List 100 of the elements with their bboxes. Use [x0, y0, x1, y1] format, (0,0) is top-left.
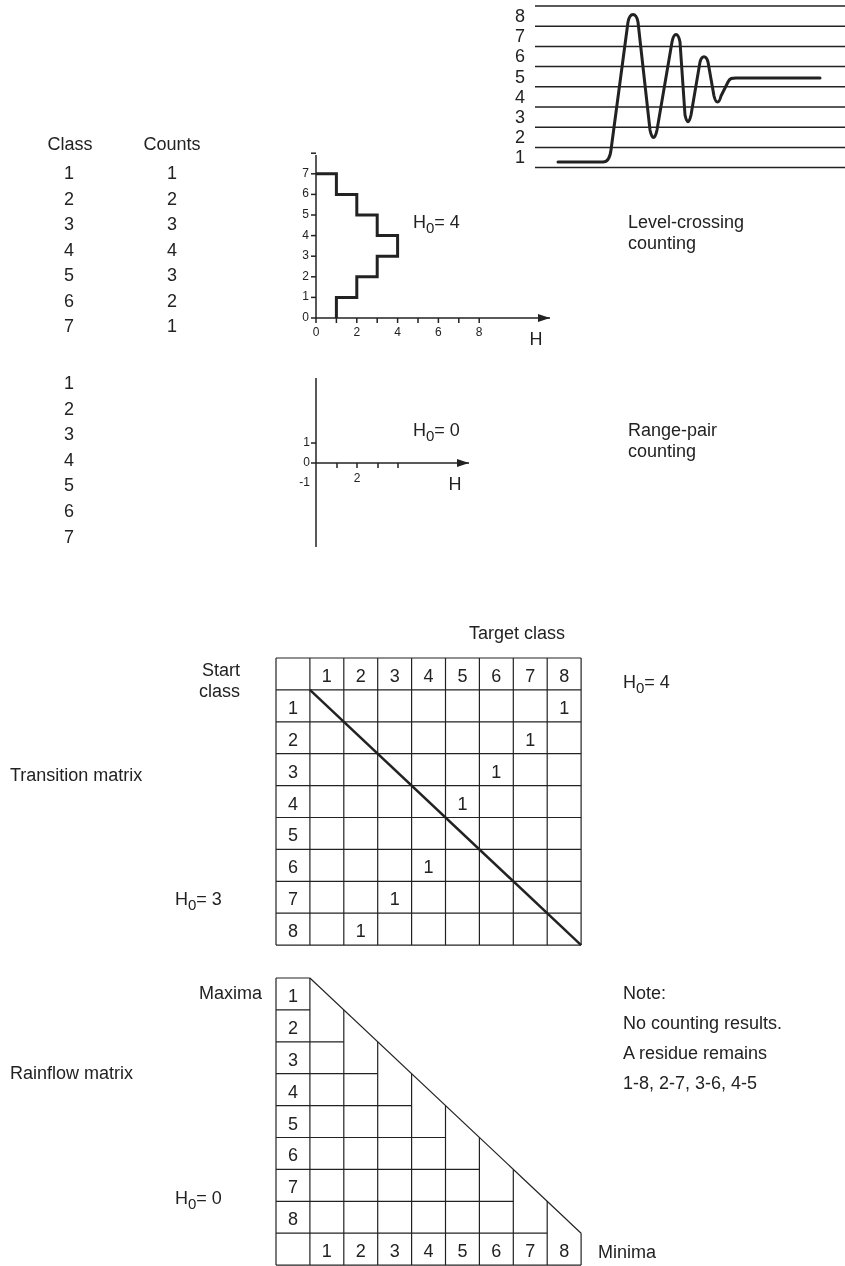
count-value: 2	[167, 290, 177, 311]
tick-label: 5	[302, 208, 309, 222]
axis-heading: Start class	[198, 660, 240, 702]
tick-label: 4	[302, 228, 309, 243]
row-header: 3	[287, 761, 298, 782]
class-number: 2	[64, 188, 74, 209]
tick-label: -1	[299, 476, 310, 490]
row-header: 5	[287, 1113, 298, 1134]
column-header: 2	[355, 1240, 366, 1262]
class-number: 4	[64, 449, 74, 471]
threshold-label: H$_{0}$= 0	[413, 420, 460, 444]
column-header: 7	[525, 1240, 536, 1262]
note-text: 1-8, 2-7, 3-6, 4-5	[623, 1072, 758, 1094]
tick-label: 4	[394, 326, 401, 340]
row-header: 6	[287, 857, 298, 878]
note-text: No counting results.	[623, 1012, 783, 1034]
level-number: 2	[515, 126, 525, 148]
column-header: 6	[491, 1240, 502, 1262]
column-header: 6	[491, 665, 502, 687]
tick-label: 0	[303, 456, 310, 470]
threshold-label: H$_{0}$= 4	[413, 212, 460, 236]
column-heading: Counts	[143, 133, 201, 155]
tick-label: 2	[353, 472, 361, 486]
axis-heading: Maxima	[199, 982, 262, 1004]
row-header: 1	[287, 697, 298, 719]
row-header: 5	[287, 825, 298, 846]
row-header: 4	[287, 793, 298, 814]
axis-label: H	[448, 473, 462, 495]
matrix-title: Transition matrix	[10, 764, 143, 786]
column-header: 3	[389, 665, 400, 687]
tick-label: 2	[302, 269, 309, 284]
class-number: 6	[64, 290, 74, 311]
row-header: 4	[287, 1081, 298, 1102]
tick-label: 6	[302, 187, 309, 202]
tick-label: 2	[353, 326, 361, 340]
level-number: 3	[515, 106, 525, 128]
count-value: 4	[167, 239, 177, 260]
column-header: 5	[457, 1240, 468, 1262]
row-header: 2	[287, 729, 298, 751]
threshold-label: H$_{0}$= 0	[175, 1188, 222, 1212]
count-value: 3	[167, 213, 177, 235]
column-header: 4	[423, 665, 434, 687]
row-header: 1	[287, 985, 298, 1007]
column-heading: Class	[47, 133, 93, 155]
matrix-title: Rainflow matrix	[10, 1062, 134, 1084]
class-number: 1	[64, 372, 74, 394]
threshold-label: H$_{0}$= 3	[175, 889, 222, 913]
column-header: 8	[559, 665, 570, 687]
column-header: 2	[355, 665, 366, 687]
row-header: 2	[287, 1017, 298, 1039]
tick-label: 6	[435, 326, 442, 340]
class-number: 2	[64, 398, 74, 419]
level-number: 7	[515, 25, 525, 47]
class-number: 4	[64, 239, 74, 260]
level-number: 1	[515, 147, 525, 168]
tick-label: 7	[302, 166, 309, 181]
axis-label: H	[529, 328, 543, 350]
method-label: Range-pair counting	[628, 420, 719, 462]
note-text: Note:	[623, 982, 667, 1004]
row-header: 7	[287, 888, 298, 910]
column-header: 8	[559, 1240, 570, 1262]
class-number: 3	[64, 213, 74, 235]
count-value: 1	[167, 162, 177, 184]
row-header: 3	[287, 1049, 298, 1071]
axis-heading: Minima	[598, 1241, 656, 1263]
class-number: 5	[64, 264, 74, 286]
level-number: 4	[515, 86, 525, 108]
column-header: 1	[321, 1240, 332, 1262]
count-value: 2	[167, 188, 177, 209]
row-header: 8	[287, 1208, 298, 1230]
note-text: A residue remains	[623, 1042, 768, 1064]
tick-label: 0	[312, 326, 320, 340]
cell-value: 1	[355, 920, 366, 942]
row-header: 8	[287, 920, 298, 942]
row-header: 7	[287, 1177, 298, 1198]
class-number: 1	[64, 162, 74, 184]
axis-heading: Target class	[469, 622, 565, 644]
class-number: 3	[64, 423, 74, 445]
cell-value: 1	[525, 729, 536, 751]
class-number: 6	[64, 500, 74, 522]
tick-label: 0	[302, 311, 309, 325]
cell-value: 1	[491, 761, 502, 782]
column-header: 3	[389, 1240, 400, 1262]
row-header: 6	[287, 1145, 298, 1166]
method-label: Level-crossing counting	[628, 212, 746, 254]
level-number: 5	[515, 66, 525, 87]
tick-label: 3	[302, 249, 309, 264]
level-number: 8	[515, 5, 525, 27]
threshold-label: H$_{0}$= 4	[623, 672, 670, 696]
class-number: 7	[64, 526, 74, 547]
column-header: 5	[457, 665, 468, 687]
class-number: 5	[64, 475, 74, 496]
level-number: 6	[515, 46, 525, 67]
tick-label: 1	[303, 436, 310, 450]
count-value: 1	[167, 315, 177, 337]
cell-value: 1	[423, 857, 434, 878]
column-header: 1	[321, 665, 332, 687]
count-value: 3	[167, 264, 177, 286]
cell-value: 1	[559, 697, 570, 719]
tick-label: 1	[302, 290, 309, 305]
